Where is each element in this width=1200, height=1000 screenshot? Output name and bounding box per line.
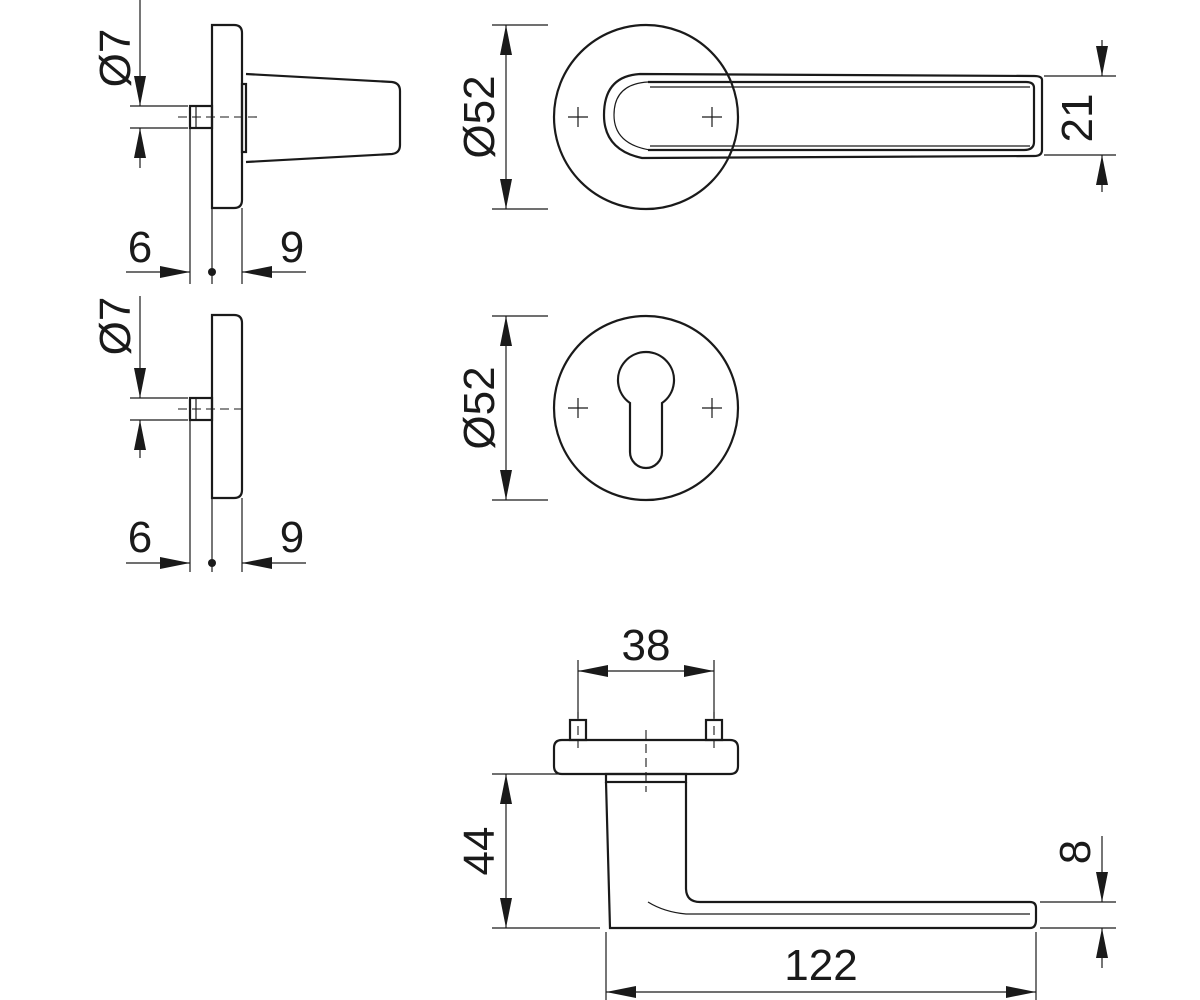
dim-rose-dia-1: Ø52 <box>455 75 504 158</box>
dim-length: 122 <box>784 941 857 990</box>
dim-spindle-dia-2: Ø7 <box>91 297 140 356</box>
dim-screw-spacing: 38 <box>622 621 671 670</box>
dim-spindle-dia-1: Ø7 <box>91 29 140 88</box>
dim-left-1: 6 <box>128 223 152 272</box>
escutcheon-side-view: Ø7 6 9 <box>91 296 306 572</box>
dim-right-2: 9 <box>280 513 304 562</box>
dim-left-2: 6 <box>128 513 152 562</box>
lever-bottom-view: 38 44 8 122 <box>455 621 1116 1000</box>
dim-lever-width: 21 <box>1053 94 1102 143</box>
lever-side-view: Ø7 6 9 <box>91 0 402 284</box>
lever-rose-view: Ø52 21 <box>455 23 1116 211</box>
dim-rose-dia-2: Ø52 <box>455 366 504 449</box>
dim-thickness: 8 <box>1051 840 1100 864</box>
dim-height: 44 <box>455 827 504 876</box>
escutcheon-rose-view: Ø52 <box>455 314 740 502</box>
dim-right-1: 9 <box>280 223 304 272</box>
